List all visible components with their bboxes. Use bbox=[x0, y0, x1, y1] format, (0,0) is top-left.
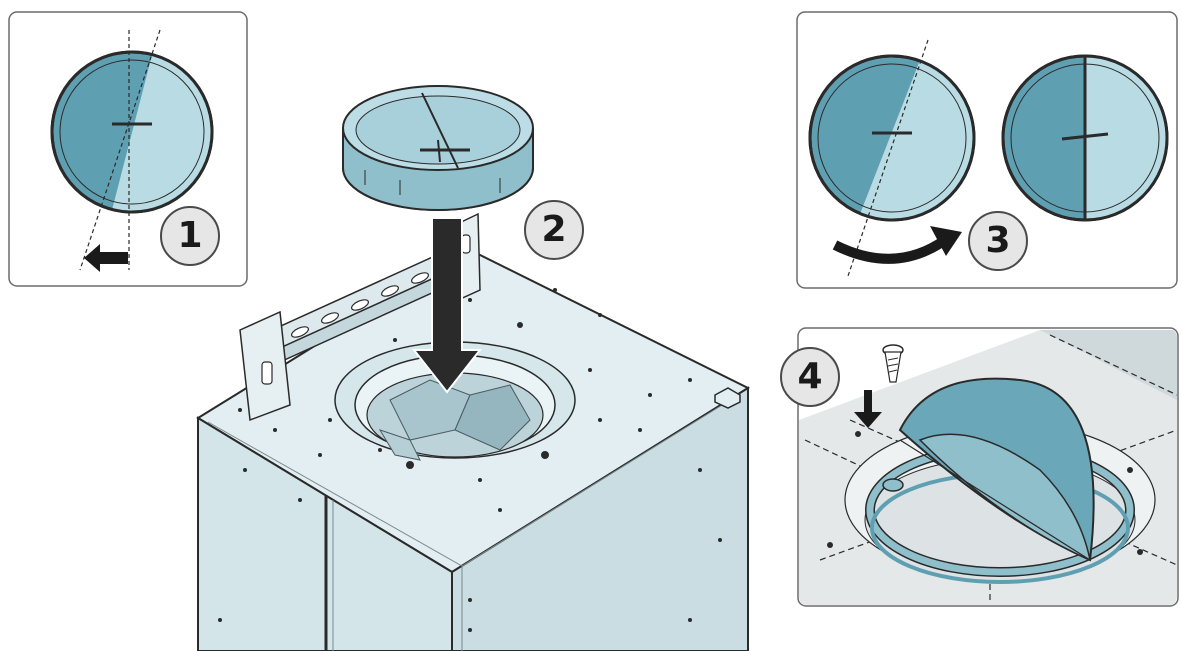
mounting-bracket bbox=[239, 212, 481, 422]
step-1-badge: 1 bbox=[160, 206, 220, 266]
non-return-valve bbox=[342, 85, 534, 211]
down-arrow-small-icon bbox=[854, 390, 882, 428]
screw-icon bbox=[882, 344, 904, 383]
rotate-left-arrow-icon bbox=[84, 244, 128, 272]
curved-arrow-icon bbox=[832, 226, 962, 264]
step-2-badge: 2 bbox=[524, 200, 584, 260]
step-3-badge: 3 bbox=[968, 211, 1028, 271]
flue-collar bbox=[334, 341, 576, 461]
panel-step-4 bbox=[797, 327, 1179, 607]
down-arrow-icon bbox=[411, 217, 483, 394]
panel-step-3 bbox=[796, 11, 1178, 289]
step-4-badge: 4 bbox=[780, 347, 840, 407]
